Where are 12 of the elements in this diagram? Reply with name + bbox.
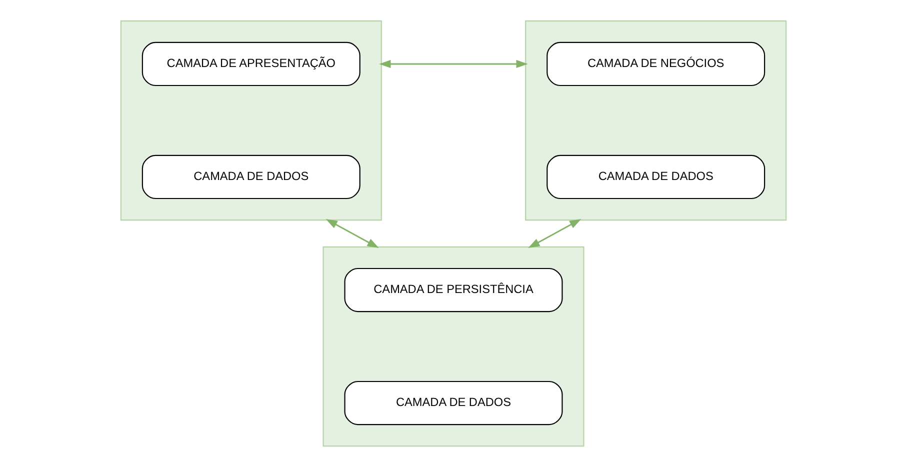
cluster bbox=[322, 246, 584, 447]
node-box: CAMADA DE DADOS bbox=[142, 154, 360, 200]
node-box: CAMADA DE DADOS bbox=[344, 380, 563, 426]
arrow bbox=[379, 60, 528, 68]
arrow bbox=[528, 218, 582, 248]
node-box: CAMADA DE PERSISTÊNCIA bbox=[344, 268, 563, 312]
node-box: CAMADA DE APRESENTAÇÃO bbox=[142, 42, 360, 86]
cluster bbox=[525, 20, 787, 221]
cluster bbox=[120, 20, 382, 221]
node-box: CAMADA DE DADOS bbox=[546, 154, 766, 200]
node-box: CAMADA DE NEGÓCIOS bbox=[546, 42, 766, 86]
arrow bbox=[326, 218, 379, 248]
